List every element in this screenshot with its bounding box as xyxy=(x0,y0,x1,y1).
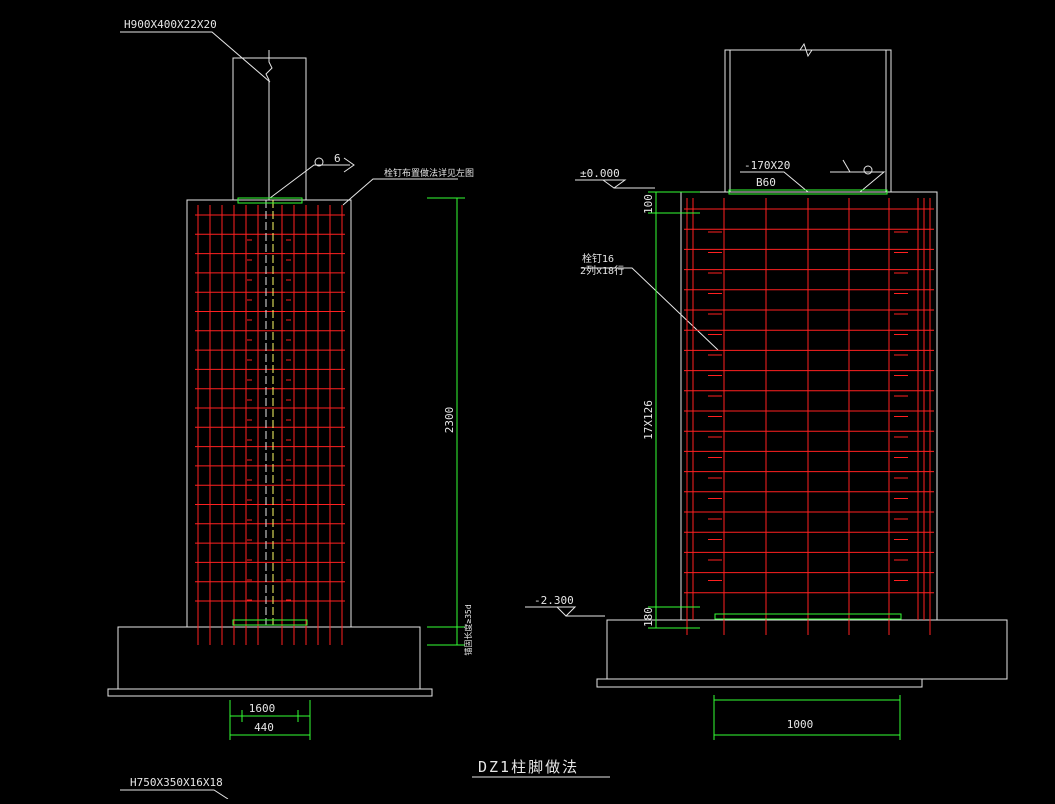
right-rebar-cage xyxy=(684,198,934,635)
left-anchor-note: 栓钉布置做法详见左图 xyxy=(384,167,474,179)
left-dim-height: 2300 xyxy=(443,407,456,434)
right-dim-width: 1000 xyxy=(787,718,814,731)
left-dimensions xyxy=(229,197,465,740)
left-rebar-cage xyxy=(195,205,345,645)
left-footing-base xyxy=(107,688,433,697)
left-weld-flag xyxy=(343,157,355,173)
bottom-left-label: H750X350X16X18 xyxy=(130,776,223,789)
right-concrete-pedestal xyxy=(680,191,938,621)
left-weld-leader xyxy=(269,164,350,199)
right-base-plate-bottom xyxy=(714,613,902,620)
left-base-plate-top xyxy=(237,197,303,204)
right-stud-label-1: 栓钉16 xyxy=(582,252,614,265)
right-dim-mid: 17X126 xyxy=(642,400,655,440)
left-dim-anchor: 锚固长度≥35d xyxy=(463,604,473,655)
left-column-break-mark xyxy=(265,50,273,200)
right-column-break-mark xyxy=(725,42,891,58)
left-dim-outer: 1600 xyxy=(249,702,276,715)
left-column-web xyxy=(232,197,308,626)
elev-bottom-marker xyxy=(525,606,577,617)
left-dim-inner: 440 xyxy=(254,721,274,734)
right-weld-leader xyxy=(830,171,886,193)
left-concrete-pedestal xyxy=(186,199,352,628)
right-plate-label-2: B60 xyxy=(756,176,776,189)
right-footing-base xyxy=(596,678,923,688)
right-weld-symbol xyxy=(863,165,873,175)
drawing-title: DZ1柱脚做法 xyxy=(478,758,579,776)
elev-top-marker xyxy=(575,179,627,189)
left-note-leader xyxy=(342,178,458,206)
left-footing xyxy=(117,626,421,690)
right-stud-label-2: 2列x18行 xyxy=(580,264,624,277)
left-detail xyxy=(107,31,458,800)
right-base-plate-top xyxy=(728,189,888,195)
right-plates xyxy=(714,189,902,620)
left-top-leader xyxy=(120,31,271,83)
right-detail xyxy=(525,42,1008,688)
right-weld-flag xyxy=(842,159,851,173)
right-plate-label-1: -170X20 xyxy=(744,159,790,172)
right-dim-bottom: 180 xyxy=(642,607,655,627)
right-stud-leader xyxy=(581,267,719,351)
left-base-plate-bottom xyxy=(232,619,308,626)
left-bottom-leader xyxy=(120,789,229,800)
right-dim-top: 100 xyxy=(642,194,655,214)
right-dimensions xyxy=(648,191,901,740)
left-column-marker: 6 xyxy=(334,152,341,165)
left-weld-symbol xyxy=(314,157,324,167)
right-plate-leader xyxy=(740,171,809,193)
right-footing xyxy=(606,619,1008,680)
right-elev-top: ±0.000 xyxy=(580,167,620,180)
left-top-label: H900X400X22X20 xyxy=(124,18,217,31)
right-elev-bottom: -2.300 xyxy=(534,594,574,607)
